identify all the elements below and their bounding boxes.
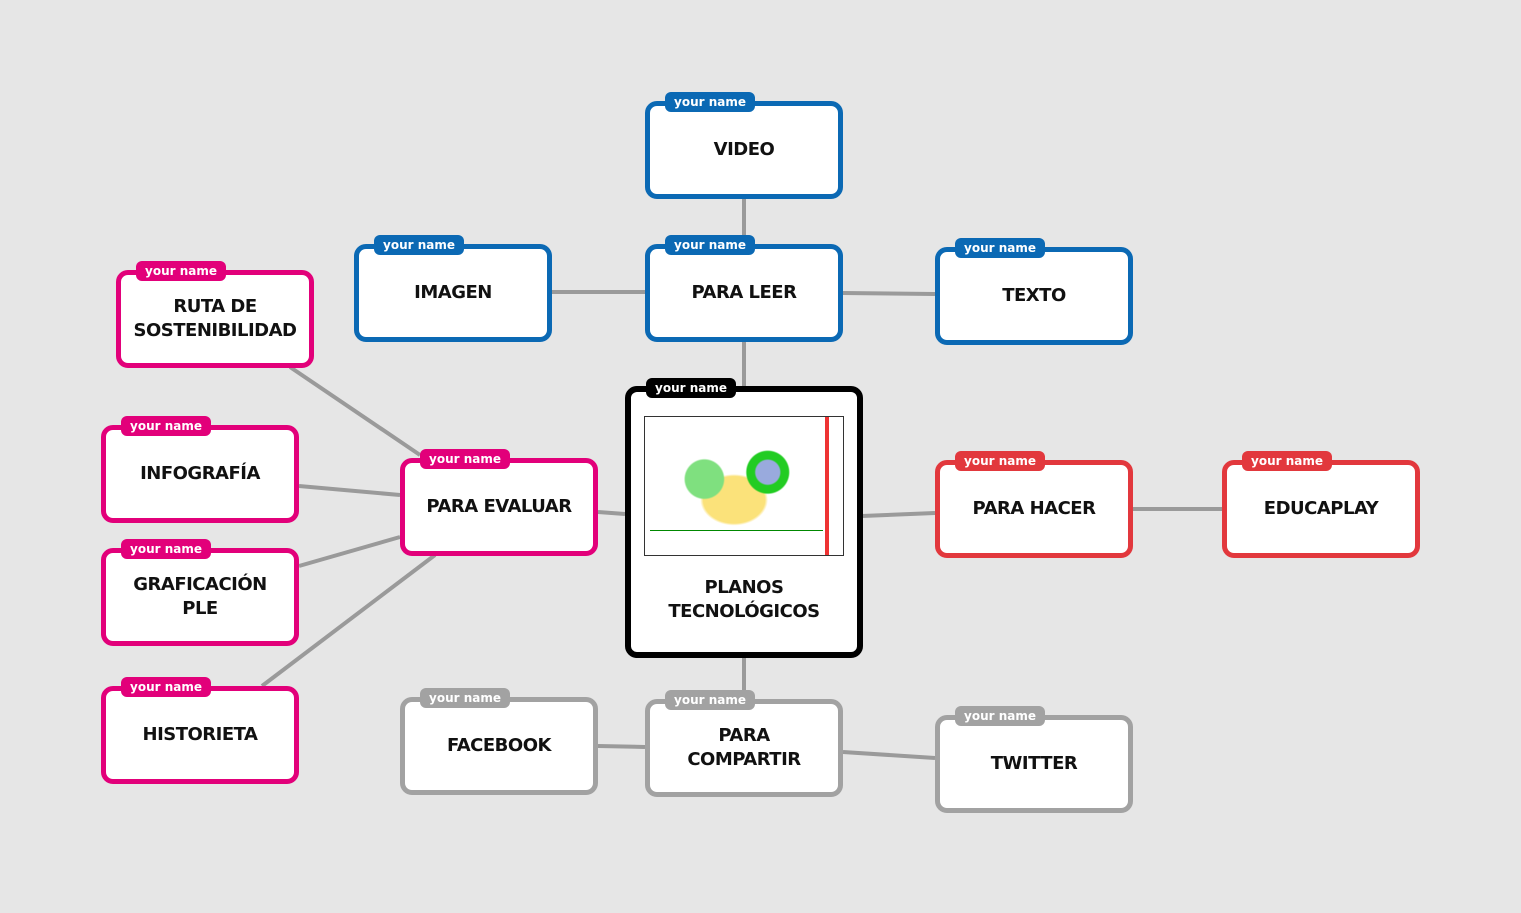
edge-para-evaluar-center — [597, 510, 626, 516]
node-label: TEXTO — [1002, 285, 1066, 306]
edge-para-compartir-twitter — [842, 750, 936, 760]
floor-plan-image — [644, 416, 844, 556]
author-tag: your name — [955, 451, 1045, 471]
node-label: INFOGRAFÍA — [140, 463, 260, 484]
node-historieta[interactable]: your name HISTORIETA — [101, 677, 299, 784]
node-video[interactable]: your name VIDEO — [645, 92, 843, 199]
node-imagen[interactable]: your name IMAGEN — [354, 235, 552, 342]
central-node-planos-tecnologicos[interactable]: your name PLANOS TECNOLÓGICOS — [625, 378, 863, 658]
author-tag: your name — [420, 688, 510, 708]
node-ruta-de-sostenibilidad[interactable]: your name RUTA DE SOSTENIBILIDAD — [116, 261, 314, 368]
node-educaplay[interactable]: your name EDUCAPLAY — [1222, 451, 1420, 558]
node-twitter[interactable]: your name TWITTER — [935, 706, 1133, 813]
node-graficacion-ple[interactable]: your name GRAFICACIÓN PLE — [101, 539, 299, 646]
edge-center-para-hacer — [861, 511, 936, 518]
author-tag: your name — [665, 690, 755, 710]
node-para-hacer[interactable]: your name PARA HACER — [935, 451, 1133, 558]
node-label: FACEBOOK — [447, 735, 551, 756]
node-label: RUTA DE SOSTENIBILIDAD — [133, 296, 297, 341]
node-para-evaluar[interactable]: your name PARA EVALUAR — [400, 449, 598, 556]
author-tag: your name — [1242, 451, 1332, 471]
edge-facebook-para-compartir — [597, 744, 646, 749]
node-label: PARA LEER — [691, 282, 797, 303]
node-para-leer[interactable]: your name PARA LEER — [645, 235, 843, 342]
author-tag: your name — [121, 416, 211, 436]
author-tag: your name — [136, 261, 226, 281]
node-label: EDUCAPLAY — [1263, 498, 1379, 519]
node-infografia[interactable]: your name INFOGRAFÍA — [101, 416, 299, 523]
node-label: VIDEO — [713, 139, 775, 160]
author-tag: your name — [665, 235, 755, 255]
node-label: GRAFICACIÓN PLE — [133, 574, 267, 619]
node-facebook[interactable]: your name FACEBOOK — [400, 688, 598, 795]
node-para-compartir[interactable]: your name PARA COMPARTIR — [645, 690, 843, 797]
node-label: PARA EVALUAR — [426, 496, 572, 517]
edge-para-leer-texto — [842, 291, 936, 296]
edge-ruta-para-evaluar — [288, 365, 422, 457]
author-tag: your name — [955, 238, 1045, 258]
node-label: PARA HACER — [972, 498, 1096, 519]
author-tag: your name — [121, 539, 211, 559]
edge-infografia-para-evaluar — [298, 484, 401, 497]
node-label: HISTORIETA — [142, 724, 258, 745]
author-tag: your name — [374, 235, 464, 255]
edge-graficacion-para-evaluar — [298, 535, 401, 568]
author-tag: your name — [955, 706, 1045, 726]
author-tag: your name — [121, 677, 211, 697]
node-label: PLANOS TECNOLÓGICOS — [668, 577, 820, 622]
node-label: IMAGEN — [414, 282, 492, 303]
author-tag: your name — [665, 92, 755, 112]
node-label: TWITTER — [990, 753, 1078, 774]
node-texto[interactable]: your name TEXTO — [935, 238, 1133, 345]
node-label: PARA COMPARTIR — [687, 725, 801, 770]
author-tag: your name — [646, 378, 736, 398]
author-tag: your name — [420, 449, 510, 469]
edge-historieta-para-evaluar — [260, 553, 437, 688]
